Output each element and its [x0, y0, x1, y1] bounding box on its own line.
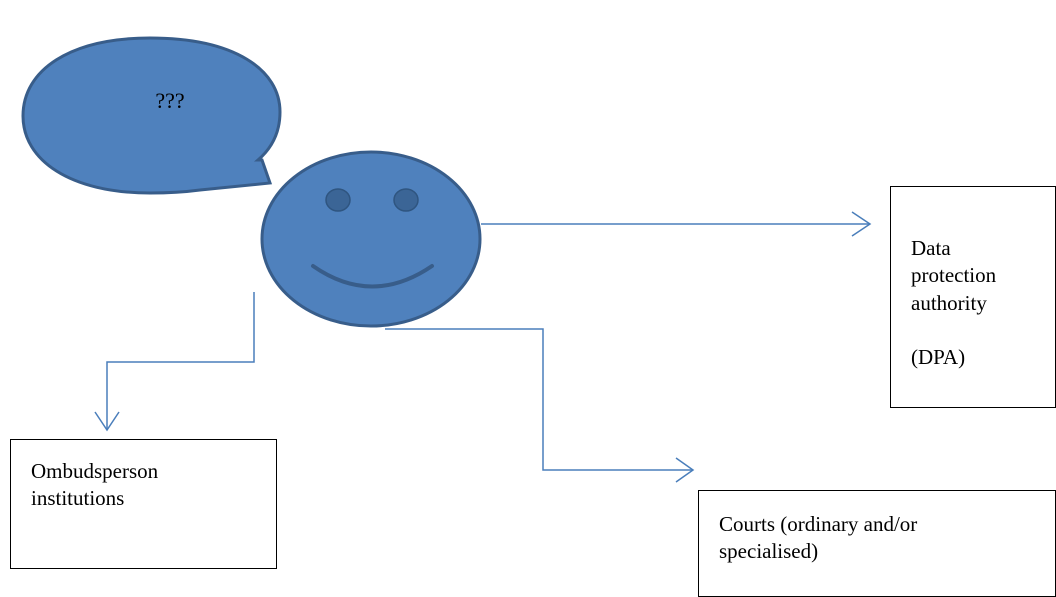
speech-bubble-text: ??? — [155, 88, 185, 113]
left-eye — [325, 188, 351, 212]
dpa-line-3: authority — [911, 290, 987, 315]
arrow-to-ombudsperson — [94, 292, 255, 432]
dpa-line-1: Data — [911, 236, 951, 260]
dpa-line-4: (DPA) — [911, 344, 966, 369]
dpa-box: Data protection authority (DPA) — [890, 186, 1056, 408]
smile — [311, 264, 434, 289]
courts-line-2: specialised) — [719, 539, 819, 564]
face-circle — [260, 150, 482, 328]
speech-bubble — [21, 36, 282, 195]
courts-line-1: Courts (ordinary and/or — [719, 512, 918, 536]
arrow-to-courts — [385, 328, 695, 483]
ombudsperson-line-2: institutions — [31, 486, 125, 511]
right-eye — [393, 188, 419, 212]
ombudsperson-line-1: Ombudsperson — [31, 459, 159, 483]
arrow-to-dpa — [481, 211, 872, 237]
smiley-face-icon — [260, 150, 482, 328]
courts-box: Courts (ordinary and/or specialised) — [698, 490, 1056, 597]
dpa-line-2: protection — [911, 263, 997, 288]
ombudsperson-box: Ombudsperson institutions — [10, 439, 277, 569]
